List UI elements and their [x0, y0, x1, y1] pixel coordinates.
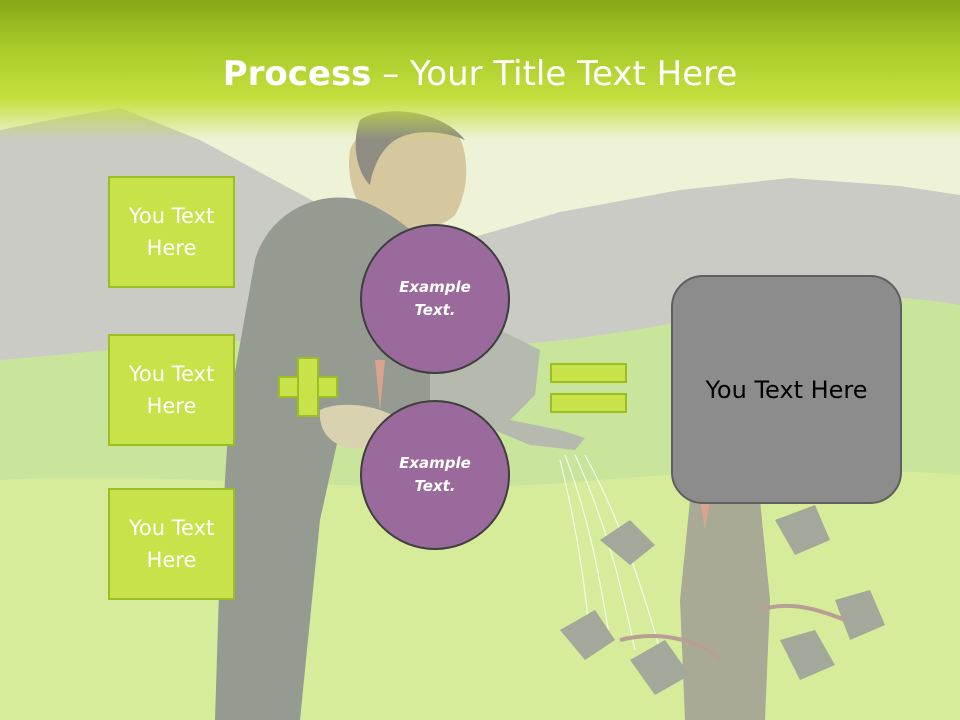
text-box-1[interactable]: You Text Here [108, 176, 235, 288]
text-box-label: You Text Here [128, 204, 215, 260]
result-label: You Text Here [705, 375, 868, 404]
title-rest: – Your Title Text Here [371, 54, 738, 94]
example-circle-2[interactable]: Example Text. [360, 400, 510, 550]
plus-center [299, 378, 317, 396]
text-box-label: You Text Here [128, 516, 215, 572]
text-box-2[interactable]: You Text Here [108, 334, 235, 446]
title-bar [0, 0, 960, 140]
text-box-3[interactable]: You Text Here [108, 488, 235, 600]
title-bold: Process [222, 54, 372, 94]
circle-label: Example Text. [399, 454, 471, 495]
result-box[interactable]: You Text Here [671, 275, 902, 504]
equals-top-bar [550, 363, 627, 383]
example-circle-1[interactable]: Example Text. [360, 224, 510, 374]
circle-label: Example Text. [399, 278, 471, 319]
page-title: Process – Your Title Text Here [0, 50, 960, 98]
equals-bottom-bar [550, 393, 627, 413]
text-box-label: You Text Here [128, 362, 215, 418]
